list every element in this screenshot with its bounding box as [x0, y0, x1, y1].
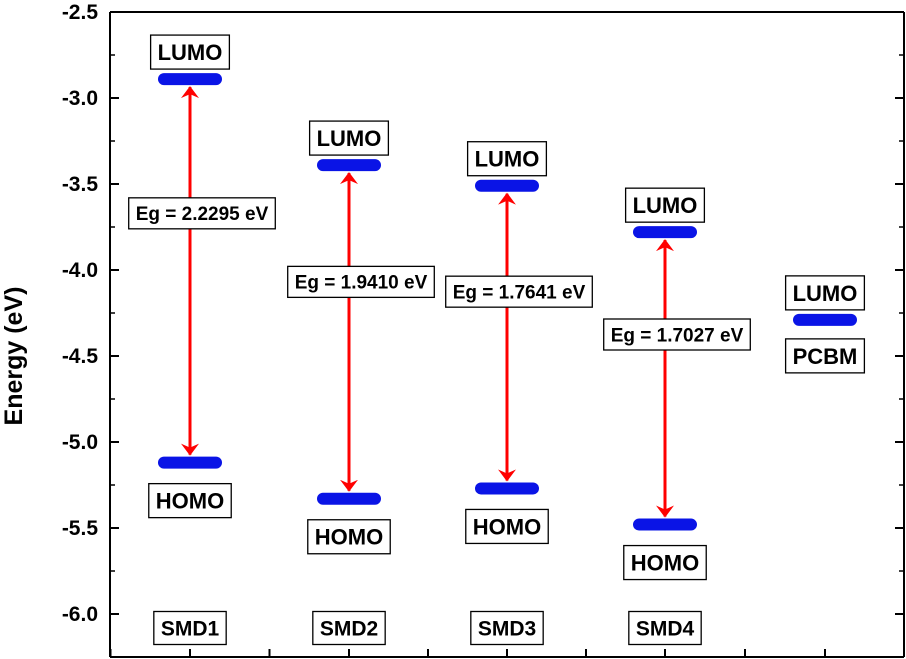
lumo-label-text: LUMO	[475, 147, 540, 172]
lumo-label-text: LUMO	[158, 40, 223, 65]
y-tick-label: -4.5	[62, 345, 99, 368]
lumo-label-box	[308, 120, 390, 156]
lumo-label-box	[624, 187, 706, 223]
lumo-label: LUMO	[784, 275, 866, 311]
molecule-name-label-text: SMD3	[478, 618, 536, 641]
homo-label-text: HOMO	[473, 514, 541, 539]
plot-area: LUMO HOMO Eg = 2.2295 eV SMD1 LUMO HOMO Eg = 1…	[128, 34, 866, 646]
homo-label: HOMO	[465, 508, 549, 545]
band-gap-label-text: Eg = 1.9410 eV	[295, 273, 428, 294]
homo-label: HOMO	[307, 519, 391, 555]
y-tick-label: -5.0	[62, 431, 98, 454]
y-axis-label: Energy (eV)	[0, 287, 28, 426]
molecule-name-label-box	[784, 338, 866, 374]
homo-label-box	[307, 519, 391, 555]
molecule-name-label-text: SMD1	[161, 618, 220, 641]
band-gap-label-box	[445, 275, 593, 308]
band-gap-label: Eg = 1.7641 eV	[445, 275, 593, 308]
band-gap-label-box	[603, 318, 751, 351]
homo-label-text: HOMO	[631, 550, 699, 575]
molecule-name-label: PCBM	[784, 338, 866, 374]
lumo-label: LUMO	[466, 141, 548, 177]
y-tick-label: -3.5	[62, 173, 99, 196]
band-gap-label-text: Eg = 1.7027 eV	[611, 325, 744, 346]
y-axis-title: Energy (eV)	[0, 287, 28, 426]
y-tick-label: -4.0	[62, 259, 98, 282]
molecule-name-label: SMD2	[312, 610, 386, 646]
lumo-label-box	[466, 141, 548, 177]
lumo-label-text: LUMO	[793, 281, 858, 306]
band-gap-label-box	[128, 197, 276, 230]
y-tick-label: -6.0	[62, 603, 98, 626]
y-tick-label: -5.5	[62, 517, 99, 540]
band-gap-label-text: Eg = 1.7641 eV	[453, 283, 586, 304]
homo-label-box	[148, 482, 232, 519]
homo-label: HOMO	[148, 482, 232, 519]
y-tick-label: -2.5	[62, 1, 99, 24]
molecule-name-label: SMD4	[628, 610, 702, 646]
homo-label-box	[465, 508, 549, 545]
band-gap-label-box	[287, 265, 435, 299]
molecule-name-label-box	[312, 610, 386, 646]
molecule-name-label-text: SMD4	[636, 618, 695, 641]
band-gap-label-text: Eg = 2.2295 eV	[136, 204, 269, 225]
lumo-label-text: LUMO	[633, 193, 698, 218]
lumo-label: LUMO	[624, 187, 706, 223]
molecule-name-label-box	[628, 610, 702, 646]
lumo-label-text: LUMO	[317, 126, 382, 151]
homo-label-text: HOMO	[315, 525, 383, 550]
homo-label-box	[623, 544, 707, 581]
band-gap-label: Eg = 2.2295 eV	[128, 197, 276, 230]
homo-label: HOMO	[623, 544, 707, 581]
lumo-label: LUMO	[149, 34, 231, 70]
molecule-name-label-text: PCBM	[793, 344, 858, 369]
band-gap-label: Eg = 1.7027 eV	[603, 318, 751, 351]
lumo-label: LUMO	[308, 120, 390, 156]
molecule-name-label: SMD1	[153, 610, 227, 646]
molecule-name-label-box	[153, 610, 227, 646]
molecule-name-label-box	[470, 610, 544, 646]
molecule-name-label: SMD3	[470, 610, 544, 646]
y-tick-label: -3.0	[62, 87, 98, 110]
axes: -2.5 -3.0 -3.5 -4.0 -4.5 -5.0 -5.5 -6.0	[62, 1, 905, 658]
lumo-label-box	[784, 275, 866, 311]
lumo-label-box	[149, 34, 231, 70]
molecule-name-label-text: SMD2	[320, 618, 378, 641]
band-gap-label: Eg = 1.9410 eV	[287, 265, 435, 299]
homo-label-text: HOMO	[156, 489, 224, 514]
